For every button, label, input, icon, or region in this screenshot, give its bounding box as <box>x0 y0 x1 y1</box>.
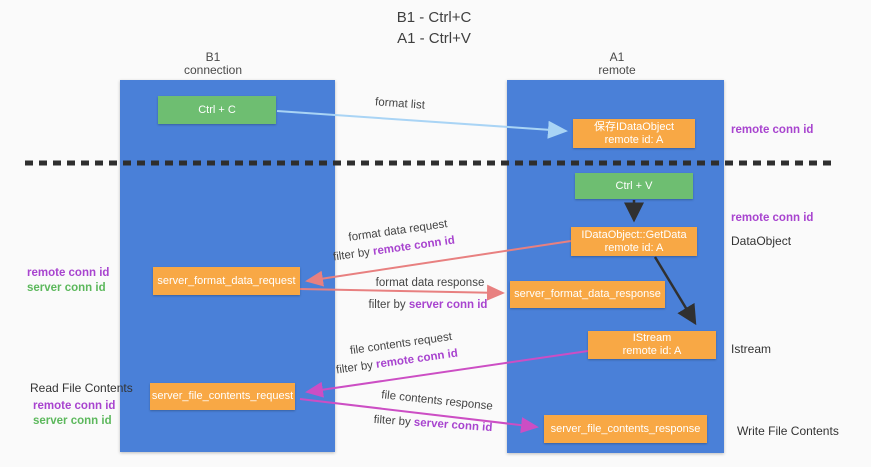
file-contents-response-label: file contents response <box>380 389 494 413</box>
lane-header-a1: A1 remote <box>542 51 692 77</box>
format-data-response-label: format data response <box>375 277 485 289</box>
filter-by-text: filter by <box>368 299 406 311</box>
istream-line2: remote id: A <box>622 345 682 357</box>
filter-by-text: filter by <box>335 359 374 377</box>
idataobject-getdata-box: IDataObject::GetData remote id: A <box>571 227 697 256</box>
istream-side-label: Istream <box>731 342 772 356</box>
server-file-contents-request-box: server_file_contents_request <box>150 383 295 410</box>
store-idataobject-line2: remote id: A <box>604 133 664 146</box>
istream-line1: IStream <box>632 332 672 344</box>
format-data-response-filter-label: filter by server conn id <box>369 299 488 311</box>
server-format-data-response-box: server_format_data_response <box>510 281 665 308</box>
server-file-contents-response-box: server_file_contents_response <box>544 415 707 443</box>
remote-conn-id-right-top: remote conn id <box>731 124 814 136</box>
server-conn-id-text: server conn id <box>408 299 488 311</box>
title-line-2: A1 - Ctrl+V <box>397 30 471 47</box>
getdata-line1: IDataObject::GetData <box>581 228 687 241</box>
getdata-line2: remote id: A <box>604 241 664 254</box>
read-file-contents-label: Read File Contents <box>30 381 133 395</box>
istream-box: IStream remote id: A <box>588 331 716 359</box>
ctrl-c-label: Ctrl + C <box>198 103 236 116</box>
ctrl-c-box: Ctrl + C <box>158 96 276 124</box>
server-conn-id-left-bottom: server conn id <box>33 415 112 427</box>
format-list-label: format list <box>374 96 426 112</box>
lane-a1-role: remote <box>598 63 636 77</box>
server-file-contents-response-label: server_file_contents_response <box>550 422 701 435</box>
dataobject-label: DataObject <box>731 234 792 248</box>
server-format-data-response-label: server_format_data_response <box>514 288 661 300</box>
filter-by-text: filter by <box>332 246 371 264</box>
lane-header-b1: B1 connection <box>138 51 288 77</box>
page-title: B1 - Ctrl+C A1 - Ctrl+V <box>334 7 534 49</box>
store-idataobject-box: 保存IDataObject remote id: A <box>573 119 695 148</box>
remote-conn-id-right-mid: remote conn id <box>731 212 814 224</box>
lane-b1-role: connection <box>183 63 243 77</box>
server-format-data-request-label: server_format_data_request <box>157 274 296 287</box>
ctrl-v-box: Ctrl + V <box>575 173 693 199</box>
remote-conn-id-left-bottom: remote conn id <box>33 400 116 412</box>
filter-by-text: filter by <box>373 413 412 429</box>
write-file-contents-label: Write File Contents <box>737 424 839 438</box>
store-idataobject-line1: 保存IDataObject <box>593 120 675 133</box>
file-contents-response-filter-label: filter by server conn id <box>373 414 492 434</box>
server-format-data-request-box: server_format_data_request <box>153 267 300 295</box>
server-conn-id-text: server conn id <box>413 416 493 435</box>
title-line-1: B1 - Ctrl+C <box>396 9 472 26</box>
lane-a1-name: A1 <box>609 50 625 64</box>
remote-conn-id-left-mid: remote conn id <box>27 267 110 279</box>
lane-b1-name: B1 <box>205 50 221 64</box>
ctrl-v-label: Ctrl + V <box>615 179 653 192</box>
server-conn-id-left-mid: server conn id <box>27 282 106 294</box>
server-file-contents-request-label: server_file_contents_request <box>151 390 294 402</box>
